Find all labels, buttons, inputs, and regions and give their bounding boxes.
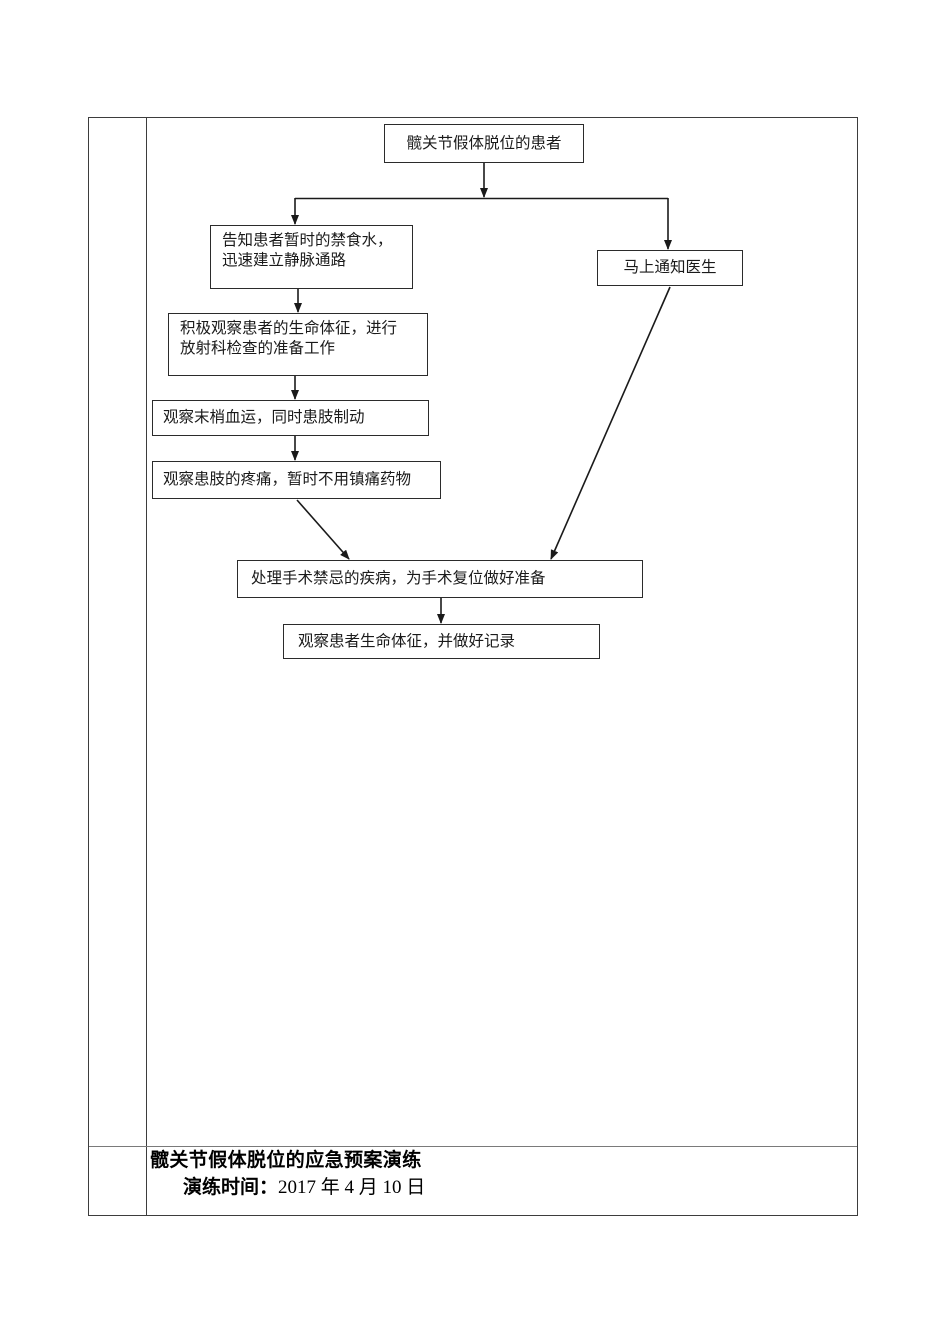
flow-node-notify-doctor-label: 马上通知医生 (623, 259, 717, 277)
flow-node-start-label: 髋关节假体脱位的患者 (406, 134, 562, 152)
flow-node-npo: 告知患者暂时的禁食水， 迅速建立静脉通路 (210, 225, 413, 289)
flow-node-observe-vitals: 积极观察患者的生命体征，进行 放射科检查的准备工作 (168, 313, 428, 376)
flow-node-observe-vitals-label: 积极观察患者的生命体征，进行 放射科检查的准备工作 (180, 320, 398, 357)
flow-node-pain: 观察患肢的疼痛，暂时不用镇痛药物 (152, 461, 441, 499)
table-row-divider (89, 1146, 857, 1147)
flow-node-record-label: 观察患者生命体征，并做好记录 (298, 632, 516, 650)
flow-node-notify-doctor: 马上通知医生 (597, 250, 743, 286)
caption-block: 髋关节假体脱位的应急预案演练 演练时间：2017 年 4 月 10 日 (150, 1148, 750, 1202)
caption-date-line: 演练时间：2017 年 4 月 10 日 (150, 1175, 750, 1202)
flow-node-pain-label: 观察患肢的疼痛，暂时不用镇痛药物 (163, 471, 412, 489)
table-cell-left-top (89, 118, 146, 1146)
flow-node-npo-label: 告知患者暂时的禁食水， 迅速建立静脉通路 (222, 232, 393, 269)
flow-node-surgery-prep: 处理手术禁忌的疾病，为手术复位做好准备 (237, 560, 643, 598)
flow-node-record: 观察患者生命体征，并做好记录 (283, 624, 600, 659)
document-table (88, 117, 858, 1216)
table-cell-left-bottom (89, 1146, 146, 1217)
flow-node-circulation-label: 观察末梢血运，同时患肢制动 (163, 409, 365, 427)
flow-node-surgery-prep-label: 处理手术禁忌的疾病，为手术复位做好准备 (251, 570, 546, 588)
caption-title: 髋关节假体脱位的应急预案演练 (150, 1150, 422, 1171)
caption-date-value: 2017 年 4 月 10 日 (278, 1176, 426, 1198)
table-column-divider (146, 118, 147, 1215)
flow-node-circulation: 观察末梢血运，同时患肢制动 (152, 400, 429, 436)
caption-date-label: 演练时间： (183, 1176, 279, 1198)
flow-node-start: 髋关节假体脱位的患者 (384, 124, 584, 163)
